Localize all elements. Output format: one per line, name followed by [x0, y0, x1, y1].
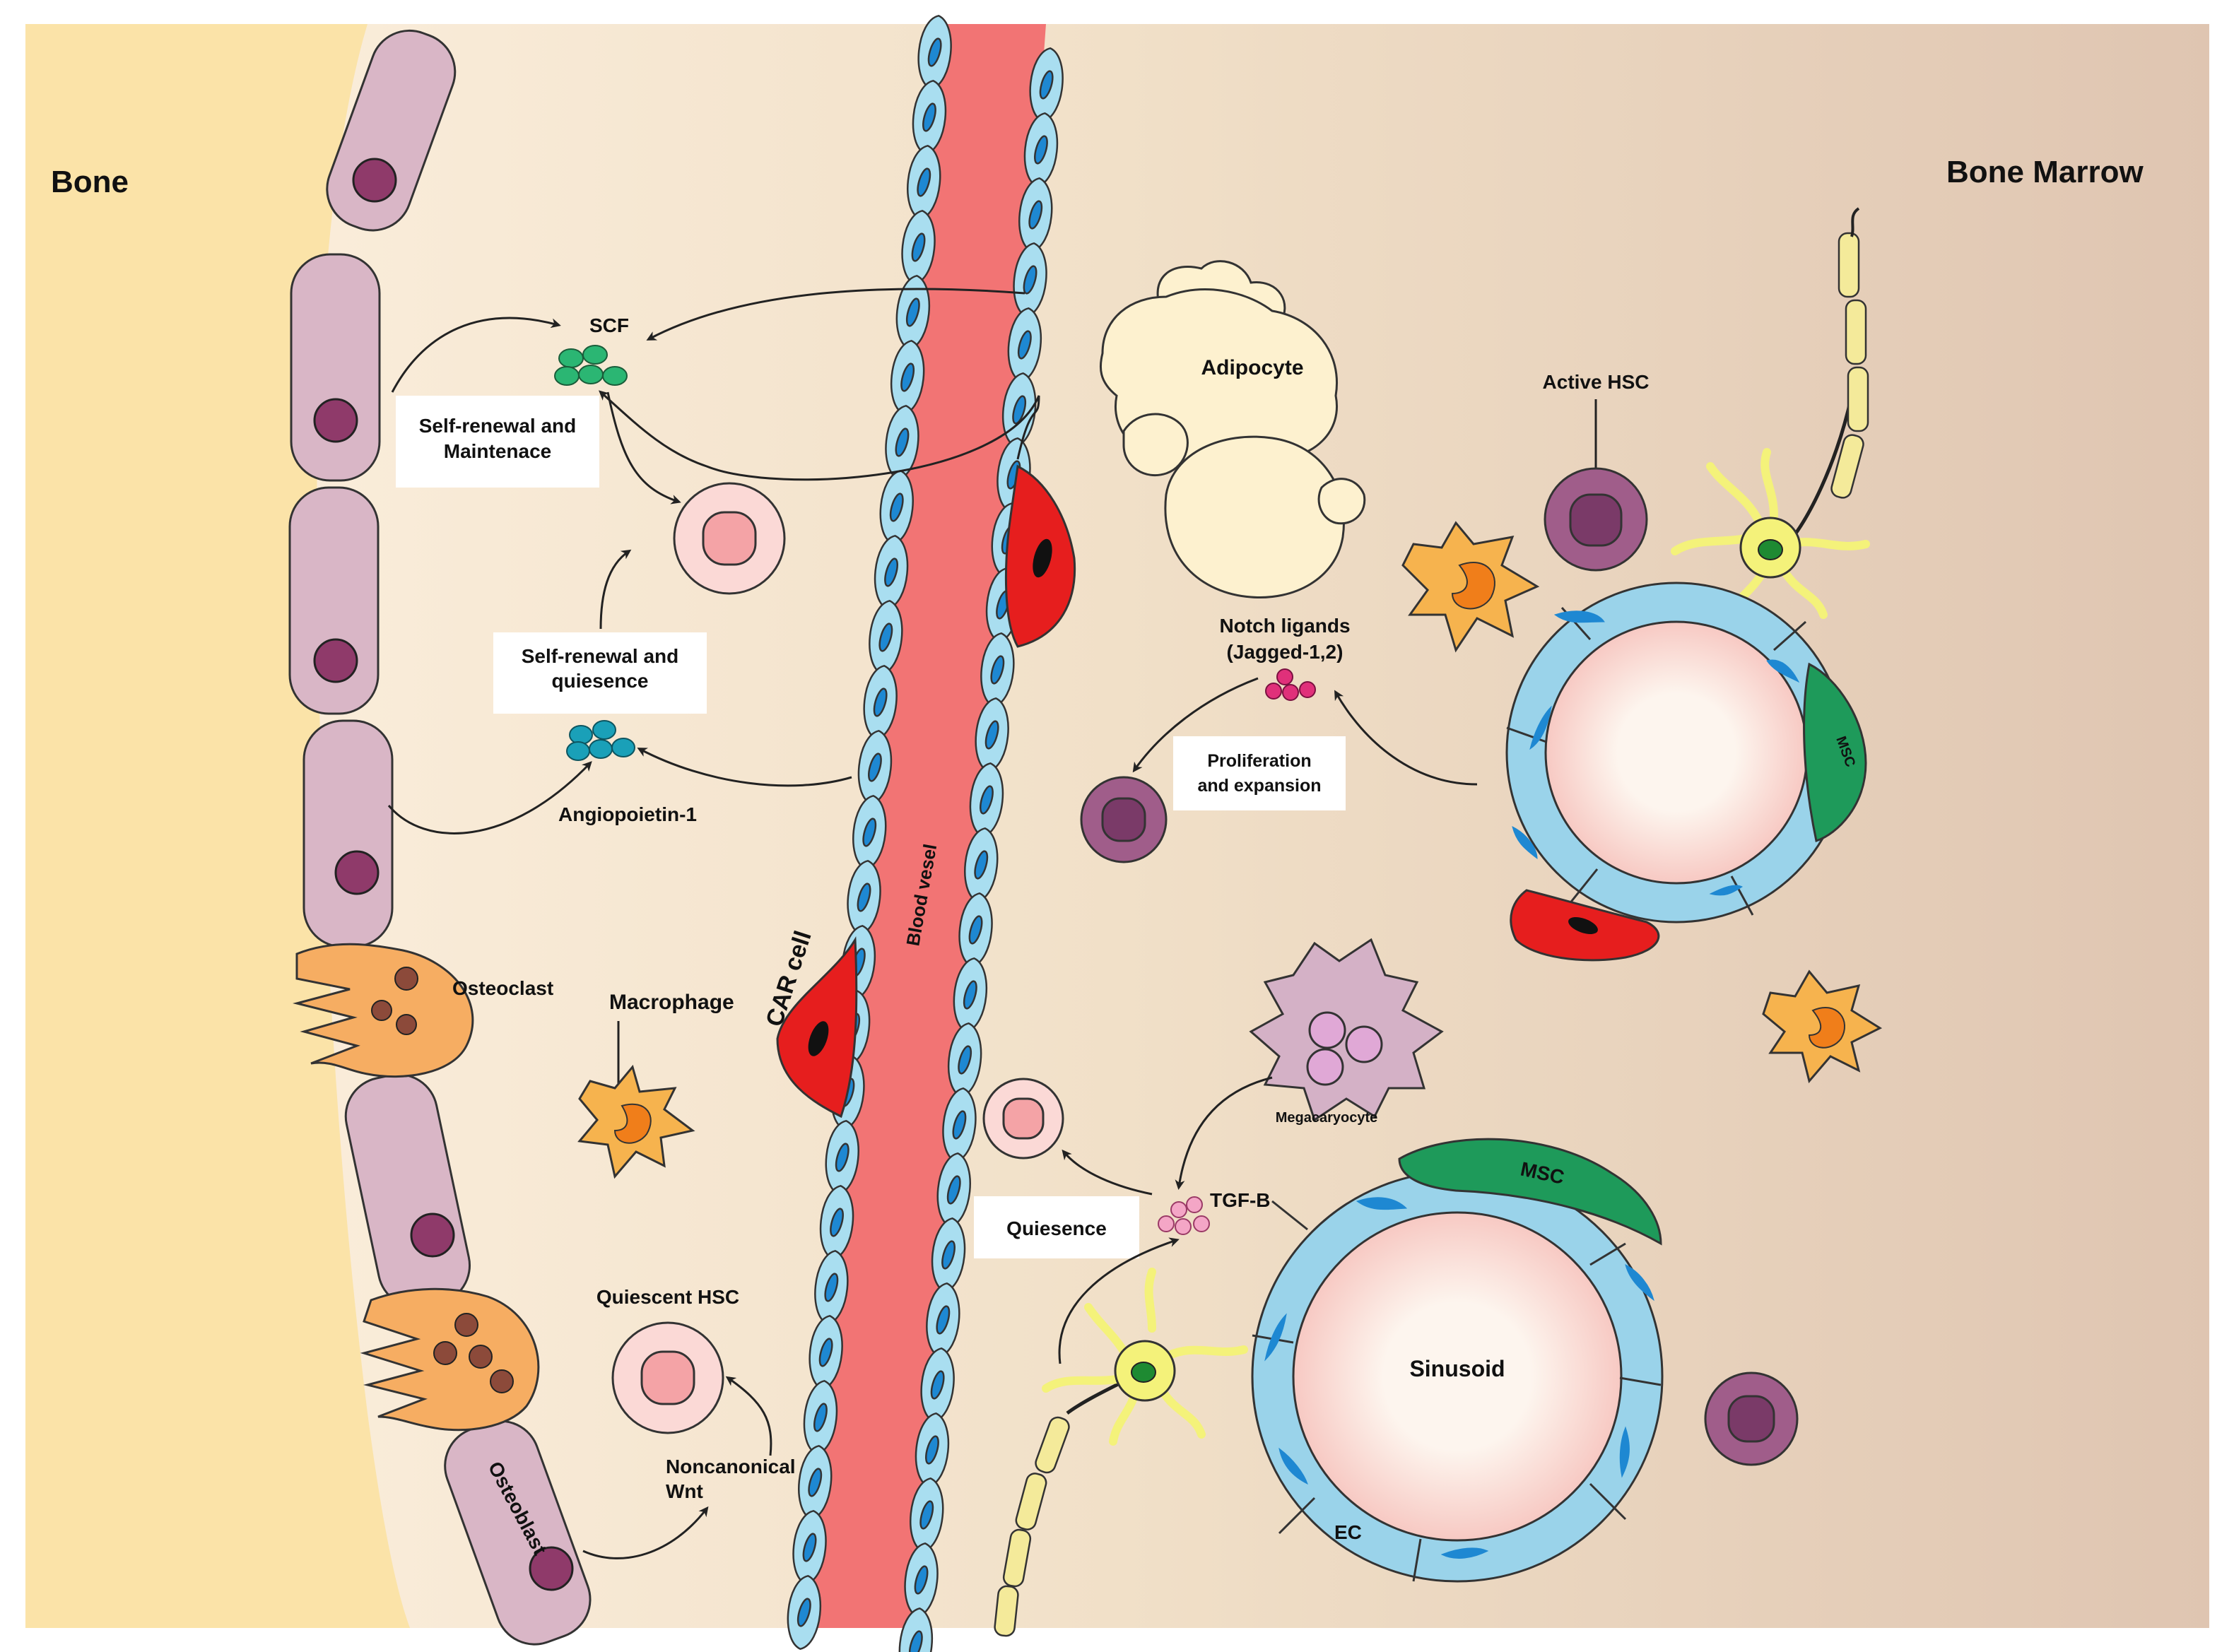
- arrow-osteoblast-to-wnt: [582, 1506, 709, 1559]
- active-hsc-middle: [1080, 776, 1168, 863]
- notch-ligand-molecules: [1265, 668, 1316, 701]
- angiopoietin-molecules: [566, 720, 635, 761]
- proliferation-line2: and expansion: [1197, 776, 1321, 796]
- self-renewal-maintenance-line2: Maintenace: [444, 440, 552, 462]
- sinusoid-label: Sinusoid: [1409, 1356, 1505, 1381]
- megacaryocyte-label: Megacaryocyte: [1276, 1110, 1378, 1126]
- endothelial-cell: [964, 827, 999, 903]
- endothelial-cell: [895, 274, 930, 350]
- car-cell-lower-nucleus: [808, 1021, 829, 1056]
- osteoclast-lower: [360, 1287, 540, 1432]
- sinusoid-upper: [1505, 582, 1867, 962]
- endothelial-cell: [958, 892, 993, 968]
- macrophage-label: Macrophage: [609, 991, 734, 1014]
- endothelial-cell: [814, 1249, 849, 1326]
- bone-label: Bone: [51, 165, 129, 199]
- angiopoietin-label: Angiopoietin-1: [558, 803, 697, 825]
- ec-label: EC: [1334, 1521, 1362, 1543]
- arrow-scf-to-hsc: [606, 391, 681, 505]
- arrow-vessel-to-angio: [637, 748, 852, 787]
- notch-ligands-line2: (Jagged-1,2): [1227, 641, 1344, 663]
- osteoclast-upper: [293, 943, 474, 1078]
- osteoblast-nuclei: [313, 158, 574, 1591]
- neuron-upper: [1671, 207, 1870, 626]
- macrophage-cell-left: [577, 1064, 695, 1179]
- megacaryocyte: [1249, 938, 1444, 1122]
- self-renewal-quiesence-line2: quiesence: [552, 670, 649, 692]
- quiescent-hsc-middle: [982, 1078, 1064, 1160]
- active-hsc: [1544, 467, 1648, 572]
- macrophage-cell-upper-right: [1401, 521, 1540, 653]
- blood-vessel-lumen: [806, 24, 1046, 1628]
- arrow-osteoblast-to-angio: [387, 761, 592, 834]
- signal-arrows: [387, 288, 1478, 1559]
- scf-label: SCF: [589, 314, 629, 336]
- endothelial-cell: [890, 339, 925, 415]
- osteoclast-label: Osteoclast: [452, 977, 553, 999]
- endothelial-cell: [915, 1412, 950, 1488]
- self-renewal-quiesence-line1: Self-renewal and: [522, 645, 679, 667]
- arrow-osteoblast-to-scf: [391, 317, 561, 393]
- neuron-lower: [994, 1268, 1248, 1637]
- endothelial-cell: [809, 1314, 843, 1391]
- active-hsc-lower-right: [1704, 1371, 1799, 1466]
- self-renewal-maintenance-line1: Self-renewal and: [419, 415, 577, 437]
- endothelial-cell: [847, 859, 881, 936]
- endothelial-cell: [863, 664, 898, 741]
- arrow-sinusoid-to-notch: [1334, 690, 1478, 786]
- endothelial-cell: [969, 762, 1004, 838]
- endothelial-cell: [920, 1347, 955, 1423]
- endothelial-cell: [912, 79, 947, 155]
- macrophage-cell-lower-right: [1762, 969, 1883, 1084]
- arrow-tgf-to-hsc: [1062, 1149, 1153, 1196]
- blood-vessel-endothelium-left: [787, 14, 952, 1651]
- quiescent-hsc-lower: [611, 1321, 724, 1434]
- quiesence-box: [974, 1196, 1139, 1258]
- scf-molecules: [554, 345, 628, 386]
- self-renewal-quiesence-box: [493, 632, 707, 714]
- endothelial-cell: [1013, 242, 1047, 318]
- tgf-b-molecules: [1158, 1196, 1210, 1235]
- bone-marrow-label: Bone Marrow: [1946, 155, 2144, 189]
- notch-ligands-line1: Notch ligands: [1219, 615, 1350, 637]
- arrow-notch-to-hsc: [1132, 677, 1259, 773]
- quiesence-label: Quiesence: [1006, 1217, 1107, 1239]
- endothelial-cell: [948, 1022, 982, 1098]
- endothelial-cell: [798, 1444, 833, 1521]
- endothelial-cell: [874, 534, 909, 610]
- adipocyte-label: Adipocyte: [1201, 356, 1303, 379]
- endothelial-cell: [980, 632, 1015, 708]
- active-hsc-label: Active HSC: [1543, 371, 1650, 393]
- sinusoid-lower: [1251, 1138, 1664, 1583]
- quiescent-hsc-upper: [673, 482, 786, 595]
- endothelial-cell: [907, 144, 941, 220]
- arrow-neuron-to-tgf: [1058, 1237, 1180, 1364]
- self-renewal-maintenance-box: [396, 396, 599, 488]
- endothelial-cell: [787, 1574, 821, 1651]
- arrow-quies-to-hsc: [599, 549, 632, 630]
- car-cell-upper-nucleus: [1033, 538, 1052, 578]
- endothelial-cell: [898, 1607, 933, 1652]
- arrow-mega-to-tgf: [1175, 1076, 1273, 1190]
- quiescent-hsc-label: Quiescent HSC: [596, 1286, 739, 1308]
- noncanonical-wnt-line2: Wnt: [666, 1480, 703, 1502]
- arrow-vessel-to-scf: [646, 288, 1025, 341]
- endothelial-cell: [953, 957, 987, 1033]
- noncanonical-wnt-line1: Noncanonical: [666, 1456, 796, 1477]
- endothelial-cell: [910, 1477, 944, 1553]
- endothelial-cell: [869, 599, 903, 675]
- arrow-car-to-scf: [599, 390, 1040, 481]
- tgf-b-label: TGF-B: [1210, 1189, 1271, 1211]
- proliferation-line1: Proliferation: [1207, 751, 1311, 771]
- endothelial-cell: [942, 1087, 977, 1163]
- proliferation-box: [1173, 736, 1346, 810]
- arrow-wnt-to-hsc: [725, 1376, 772, 1456]
- adipocyte: [1099, 260, 1366, 599]
- endothelial-cell: [1007, 307, 1042, 383]
